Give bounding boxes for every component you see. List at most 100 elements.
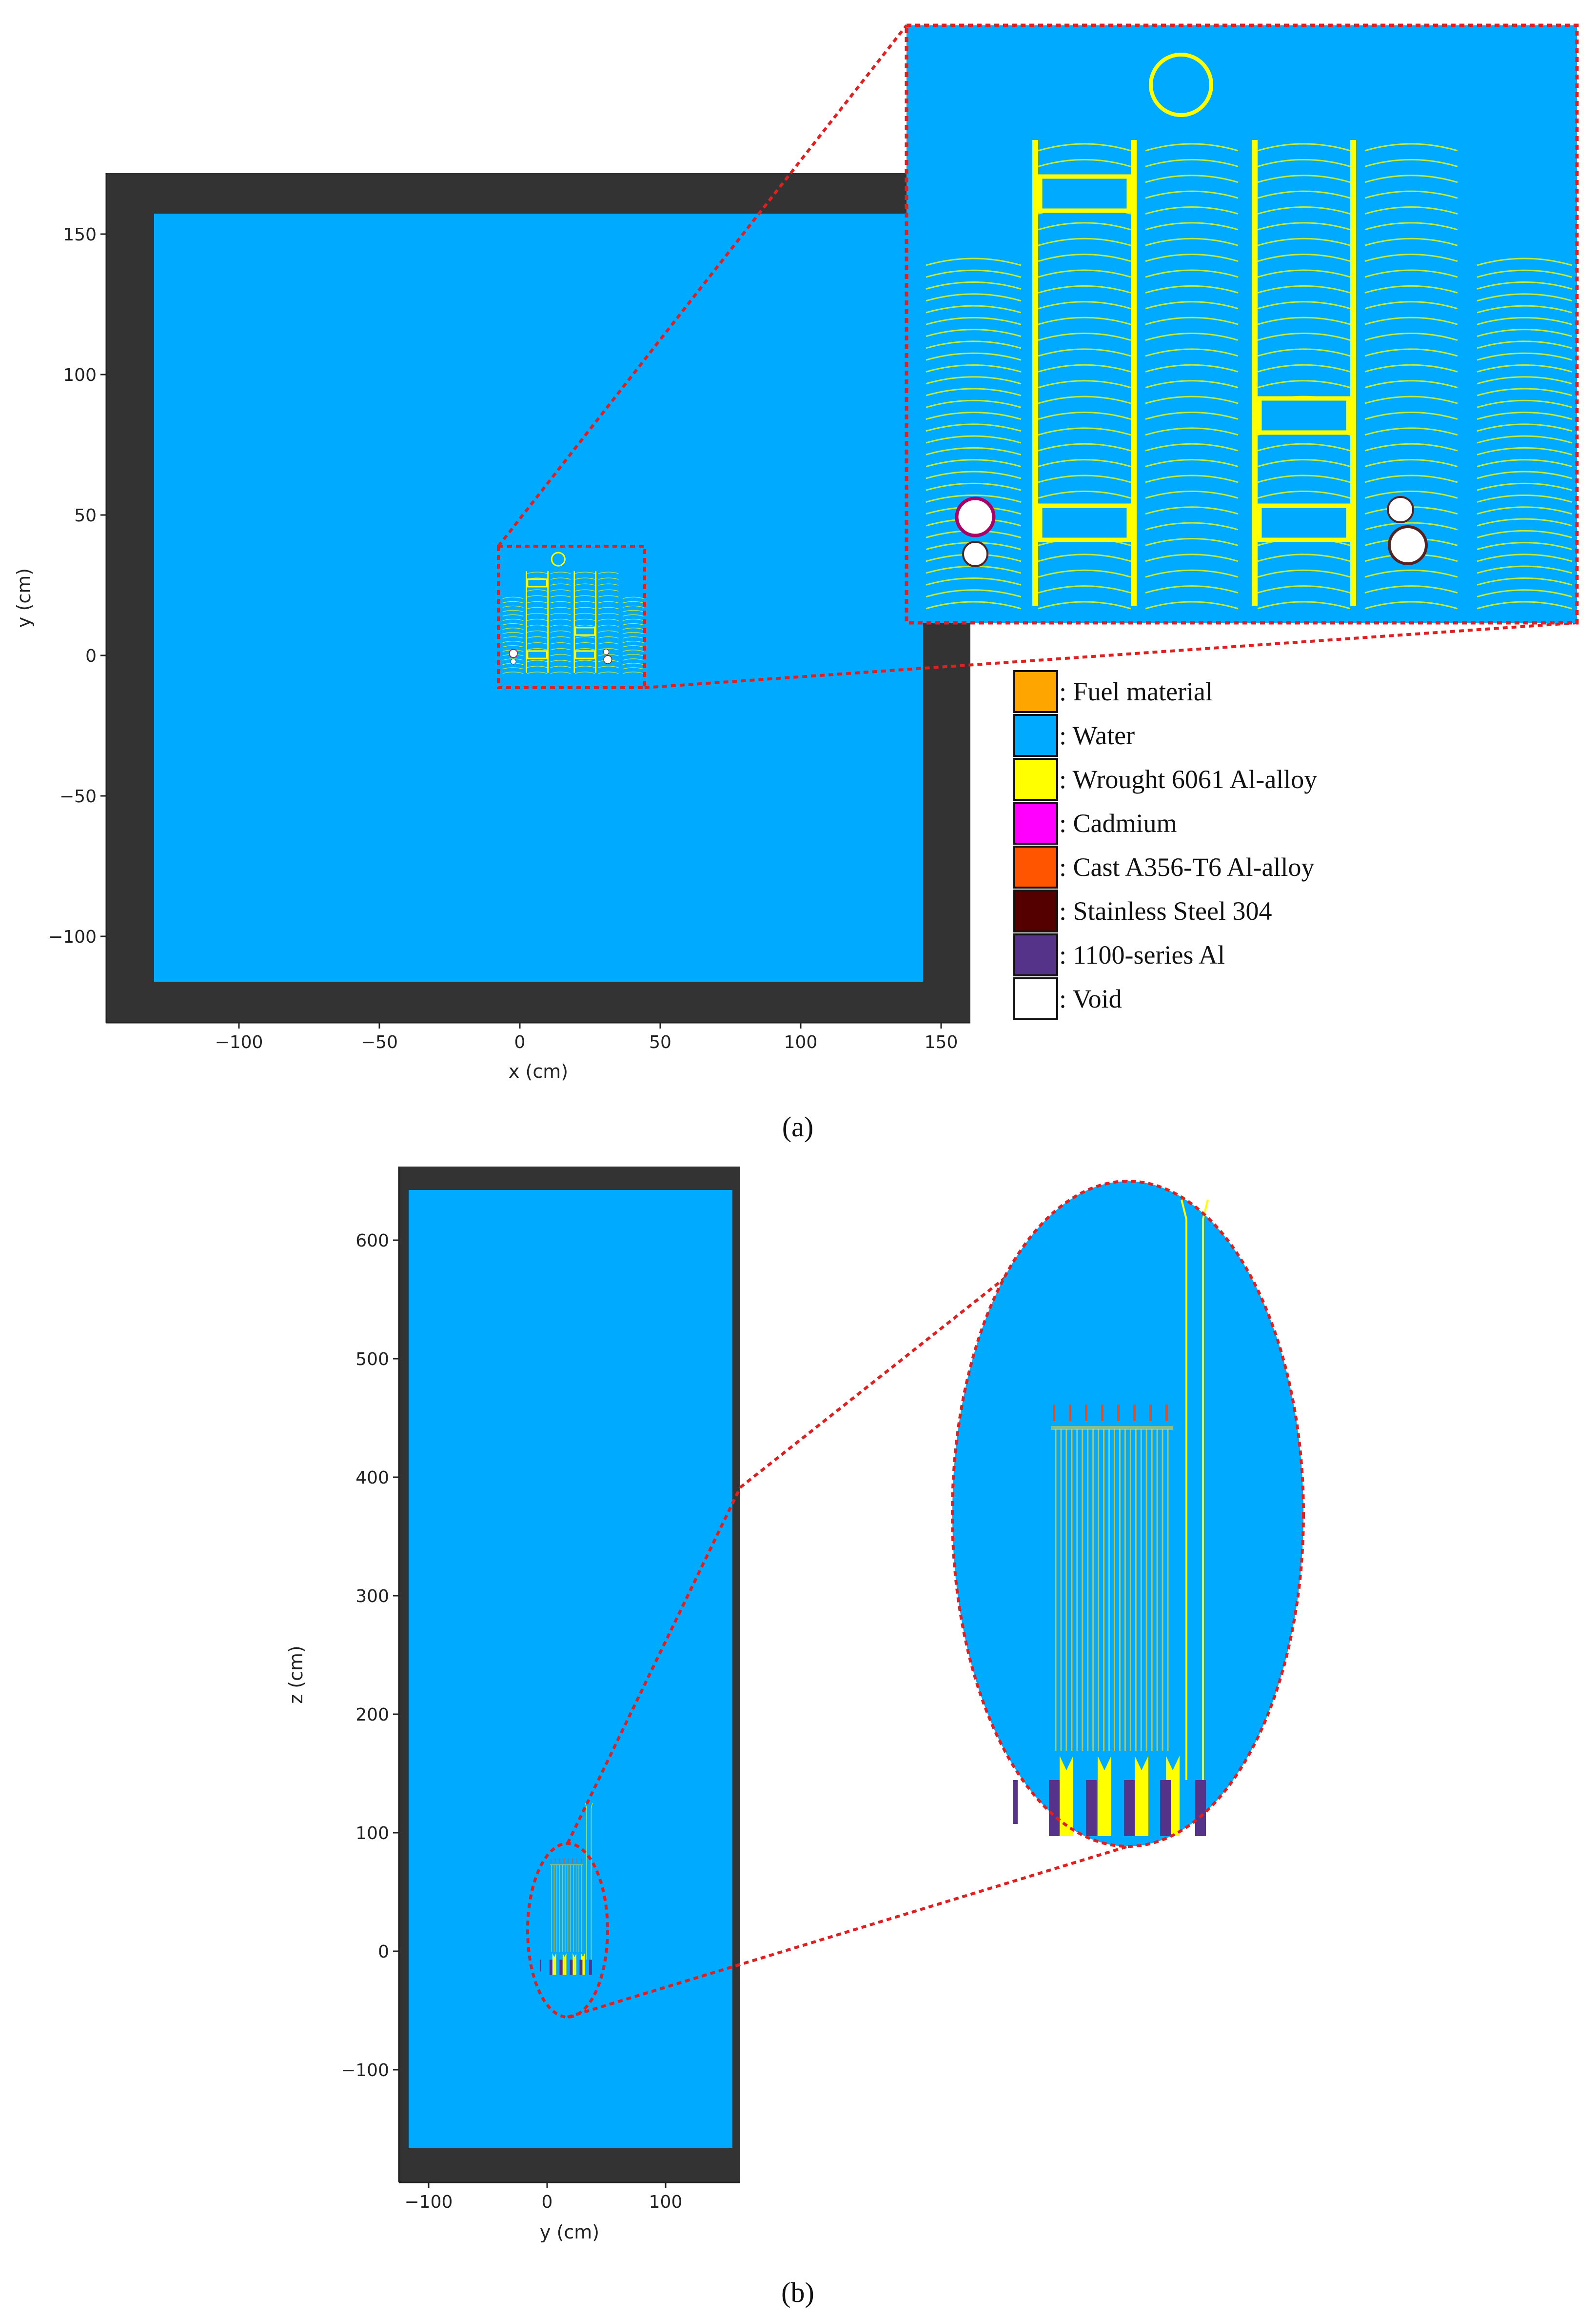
fuel-plate	[1477, 305, 1573, 314]
fuel-plate	[1477, 340, 1573, 349]
fuel-plate	[623, 605, 644, 608]
fuel-plate	[1257, 333, 1351, 341]
side-plate	[573, 571, 575, 673]
control-channel	[1257, 396, 1351, 435]
side-plate	[1350, 140, 1356, 606]
x-tick-label: −100	[215, 1032, 263, 1052]
fuel-plate	[527, 672, 548, 674]
fuel-plate	[527, 648, 548, 651]
legend-swatch	[1013, 714, 1058, 757]
fuel-plate	[502, 614, 524, 617]
fuel-plate	[623, 623, 644, 626]
source-tube-icon	[551, 552, 566, 567]
fuel-plate	[1038, 254, 1131, 262]
fuel-plate	[1364, 411, 1458, 420]
top-fitting	[1101, 1405, 1103, 1421]
fuel-plate	[550, 589, 571, 592]
fuel-plate	[926, 447, 1022, 455]
side-plate	[547, 571, 549, 673]
fuel-plate	[926, 435, 1022, 444]
fuel-plate	[574, 642, 595, 645]
lower-support	[1086, 1780, 1097, 1836]
fuel-plate	[926, 281, 1022, 290]
fuel-plate	[550, 672, 571, 674]
fuel-plate	[1477, 542, 1573, 551]
top-fitting	[559, 1858, 560, 1863]
fuel-plate	[623, 640, 644, 643]
void-hole	[1387, 496, 1414, 523]
top-fitting	[1053, 1405, 1055, 1421]
fuel-plate	[574, 624, 595, 627]
fuel-plate	[1257, 301, 1351, 310]
void-hole	[955, 496, 996, 537]
fuel-plate	[1257, 585, 1351, 594]
fuel-plate	[598, 648, 619, 651]
legend-swatch	[1013, 933, 1058, 976]
fuel-plate	[550, 666, 571, 668]
fuel-plate	[598, 613, 619, 615]
fuel-plate	[550, 572, 571, 574]
fuel-plate	[1145, 364, 1239, 373]
bottom-nozzle	[1173, 1756, 1180, 1836]
void-hole	[1388, 525, 1428, 565]
lower-support	[1195, 1780, 1206, 1836]
fuel-plate	[598, 618, 619, 621]
fuel-plate	[502, 623, 524, 626]
y-tick-label: 300	[355, 1586, 389, 1606]
material-legend: : Fuel material: Water: Wrought 6061 Al-…	[1013, 670, 1317, 1020]
fuel-plate	[1477, 565, 1573, 574]
bottom-nozzle	[1135, 1756, 1142, 1836]
fuel-plate	[1038, 459, 1131, 468]
fuel-plate	[1038, 427, 1131, 436]
fuel-plate	[574, 583, 595, 586]
fuel-plate	[598, 583, 619, 586]
panel-a-y-axis-label: y (cm)	[13, 568, 35, 628]
fuel-plate	[1477, 459, 1573, 468]
fuel-plate	[623, 650, 644, 652]
fuel-plate	[1145, 569, 1239, 578]
fuel-plate	[926, 423, 1022, 432]
fuel-plate	[926, 269, 1022, 278]
panel-a-zoom-inset-core	[926, 53, 1573, 610]
fuel-plate	[926, 329, 1022, 337]
legend-swatch	[1013, 977, 1058, 1020]
fuel-plate	[623, 627, 644, 630]
fuel-plate	[1364, 364, 1458, 373]
fuel-plate	[926, 340, 1022, 349]
panel-a-caption: (a)	[782, 1111, 813, 1143]
fuel-plate	[1257, 269, 1351, 278]
fuel-plate	[1364, 143, 1458, 152]
panel-a-x-axis-label: x (cm)	[509, 1061, 568, 1082]
fuel-plate	[1257, 222, 1351, 231]
fuel-plate	[574, 636, 595, 639]
fuel-plate	[1257, 238, 1351, 246]
fuel-plate	[527, 636, 548, 639]
fuel-plate	[1257, 348, 1351, 357]
fuel-plate	[1477, 412, 1573, 420]
fuel-plate	[550, 648, 571, 651]
fuel-plate	[1145, 158, 1239, 167]
side-plate	[595, 571, 597, 673]
top-fitting	[1069, 1405, 1071, 1421]
fuel-plate	[1477, 554, 1573, 562]
fuel-plate	[502, 667, 524, 670]
legend-swatch	[1013, 670, 1058, 713]
legend-swatch	[1013, 846, 1058, 889]
fuel-plate	[550, 618, 571, 621]
fuel-plate	[1257, 158, 1351, 167]
fuel-plate	[623, 672, 644, 674]
fuel-plate	[1477, 518, 1573, 527]
panel-b-zoom-inset-background	[952, 1181, 1303, 1846]
fuel-plate	[1477, 293, 1573, 302]
fuel-plate	[598, 672, 619, 674]
fuel-plate	[1477, 530, 1573, 538]
fuel-plate	[1145, 522, 1239, 531]
fuel-plate	[1477, 447, 1573, 455]
y-tick-label: 100	[355, 1823, 389, 1843]
panel-a-zoom-inset-background	[906, 25, 1577, 623]
fuel-plate	[1257, 475, 1351, 483]
fuel-plate	[1364, 601, 1458, 610]
fuel-plate	[1145, 190, 1239, 199]
top-fitting	[1085, 1405, 1087, 1421]
